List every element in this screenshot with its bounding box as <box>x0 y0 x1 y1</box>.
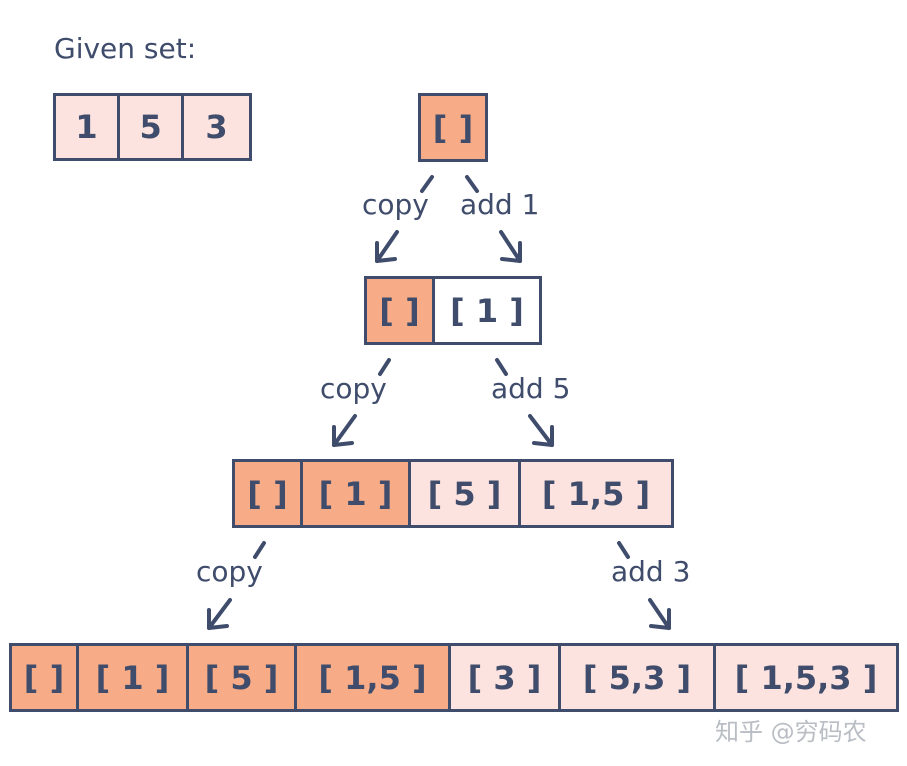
subset-cell: [ 3 ] <box>451 646 561 709</box>
level-0-row: [ ] <box>418 93 488 162</box>
add-label: add 1 <box>460 188 540 221</box>
copy-arrow <box>375 230 399 263</box>
level-3-row: [ ] [ 1 ] [ 5 ] [ 1,5 ] [ 3 ] [ 5,3 ] [ … <box>9 643 899 712</box>
given-set-cell: 3 <box>184 96 250 158</box>
copy-arrow <box>207 598 232 630</box>
copy-arrow-shaft <box>420 175 434 193</box>
add-arrow <box>499 230 522 263</box>
copy-arrow-shaft <box>378 358 391 376</box>
copy-label: copy <box>196 555 263 588</box>
subset-cell: [ 1 ] <box>435 279 539 342</box>
add-arrow <box>528 414 554 447</box>
add-arrow <box>648 598 671 630</box>
add-arrow-shaft <box>617 541 630 559</box>
subset-cell: [ 1 ] <box>79 646 189 709</box>
subset-cell: [ 5,3 ] <box>561 646 716 709</box>
subset-cell: [ ] <box>12 646 79 709</box>
add-arrow-shaft <box>495 358 508 376</box>
add-label: add 5 <box>491 372 571 405</box>
copy-label: copy <box>362 188 429 221</box>
copy-arrow-shaft <box>253 541 266 559</box>
subset-cell: [ ] <box>421 96 485 159</box>
add-arrow-shaft <box>465 175 479 193</box>
copy-arrow <box>332 414 357 447</box>
subset-cell: [ 5 ] <box>411 462 521 525</box>
given-set: 1 5 3 <box>53 93 252 161</box>
subset-cell: [ ] <box>367 279 435 342</box>
given-set-cell: 5 <box>120 96 185 158</box>
subset-cell: [ ] <box>235 462 303 525</box>
subset-cell: [ 1,5 ] <box>521 462 671 525</box>
subset-cell: [ 5 ] <box>189 646 297 709</box>
given-set-cell: 1 <box>56 96 121 158</box>
level-1-row: [ ] [ 1 ] <box>364 276 542 345</box>
subset-cell: [ 1 ] <box>303 462 411 525</box>
subset-cell: [ 1,5 ] <box>297 646 451 709</box>
add-label: add 3 <box>611 555 691 588</box>
subset-cell: [ 1,5,3 ] <box>716 646 896 709</box>
watermark: 知乎 @穷码农 <box>715 718 867 746</box>
given-set-title: Given set: <box>54 32 197 65</box>
level-2-row: [ ] [ 1 ] [ 5 ] [ 1,5 ] <box>232 459 674 528</box>
copy-label: copy <box>320 372 387 405</box>
